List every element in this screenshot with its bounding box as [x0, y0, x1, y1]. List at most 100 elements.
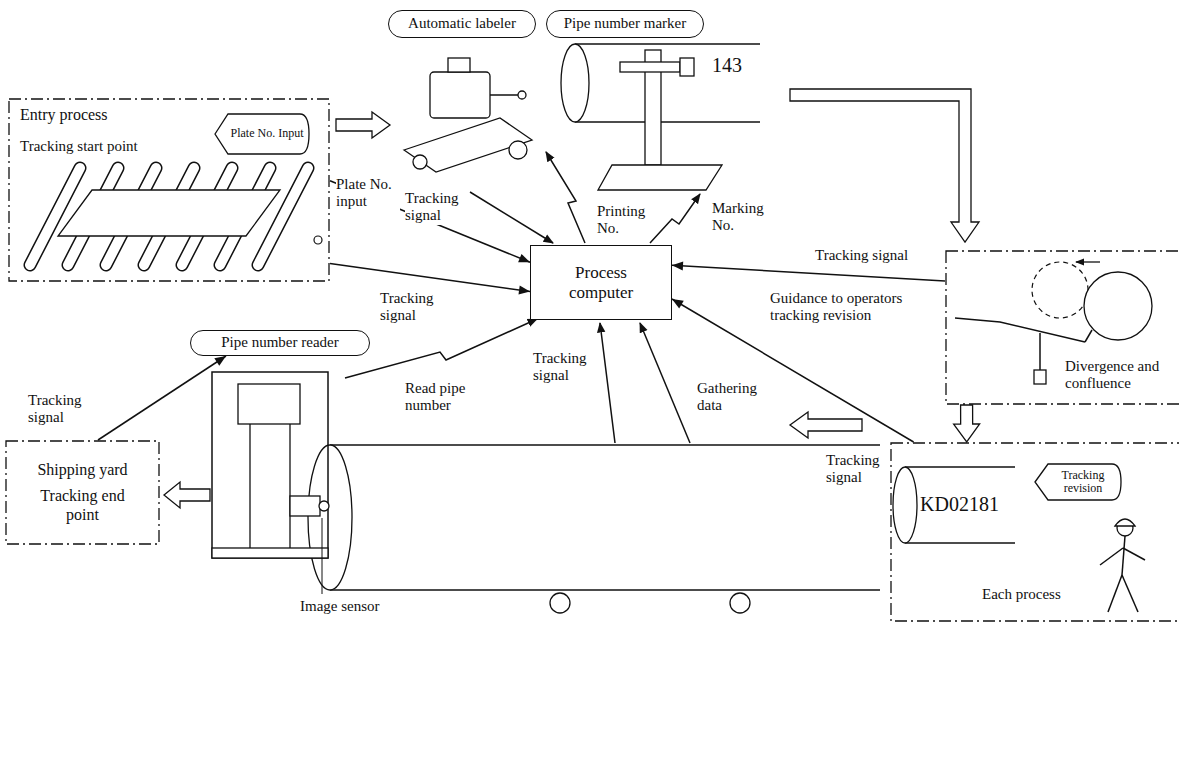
node-text: Plate No. Input [231, 127, 304, 140]
dash-outline [891, 443, 1179, 621]
machine-name-pill: Pipe number reader [190, 330, 370, 356]
labeler-nozzle [518, 91, 526, 99]
arrow-head [672, 299, 684, 308]
labeler-machine [404, 58, 532, 172]
node-text: Entry process [20, 106, 108, 124]
label-holder: Tracking signal [380, 290, 442, 325]
marker-machine [561, 44, 760, 190]
signal-label: Tracking signal [533, 350, 595, 385]
reader-camera [238, 384, 300, 424]
wheel [413, 155, 427, 169]
dash-outline [945, 250, 1179, 405]
revision-callout: Tracking revision [1034, 462, 1122, 502]
lightning-arrow [546, 152, 585, 243]
node-text: Automatic labeler [408, 15, 516, 32]
reader-rail [289, 424, 290, 548]
pipe-end [308, 445, 352, 590]
wheel [509, 141, 527, 159]
edge-label: Tracking signal [826, 452, 888, 487]
pipe-dashed [1032, 262, 1088, 318]
process-area: Each process Tracking revision [890, 442, 1179, 622]
text-holder: Entry process [20, 106, 108, 124]
signal-line [672, 265, 945, 281]
labeler-body [430, 72, 490, 118]
flow-arrow [790, 412, 862, 438]
signal-label: Marking No. [712, 200, 774, 235]
worker-arm [1100, 548, 1123, 565]
pipe-outline [330, 589, 880, 590]
worker-body [1122, 536, 1125, 575]
label-holder: Tracking signal [405, 190, 467, 225]
flow-arrow [790, 89, 979, 242]
node-text: Shipping yard [37, 461, 127, 479]
reader-rail [249, 424, 250, 548]
signal-label: Printing No. [597, 203, 653, 238]
callout-outline [215, 114, 309, 154]
node-text: Pipe number reader [221, 334, 338, 351]
text-holder: Each process [982, 586, 1061, 603]
computer-box: Process computer [530, 245, 672, 320]
sensor-dot [314, 236, 322, 244]
process-area: Entry processTracking start point Plate N… [8, 98, 330, 282]
label-holder: Tracking signal [533, 350, 595, 385]
label-holder: Guidance to operators tracking revision [770, 290, 935, 325]
signal-line [98, 356, 226, 440]
node-text: Pipe number marker [564, 15, 686, 32]
worker-leg [1108, 575, 1122, 612]
text-holder: Tracking start point [20, 138, 138, 155]
reader-frame [212, 372, 328, 558]
signal-arrow [640, 323, 690, 443]
node-text: Tracking end point [33, 487, 133, 524]
pipe-outline [575, 121, 760, 122]
flow-arrow [336, 112, 390, 138]
reader-base [212, 548, 328, 558]
worker-arm [1123, 548, 1145, 560]
signal-arrow [98, 356, 226, 440]
label-holder: Gathering data [697, 380, 765, 415]
text-holder: Divergence and confluence [1065, 358, 1175, 393]
machine-name-pill: Automatic labeler [388, 10, 536, 38]
pipe-end [561, 44, 589, 122]
worker-leg [1122, 575, 1138, 612]
node-text: Process computer [545, 263, 657, 302]
label-holder: 143 [712, 54, 742, 77]
pipe-outline [330, 444, 880, 445]
arrow-head [518, 254, 530, 262]
label-holder: Tracking signal [826, 452, 888, 487]
marker-base [598, 165, 722, 190]
signal-label: Gathering data [697, 380, 765, 415]
roller-table [30, 168, 322, 265]
label-holder: Tracking signal [815, 247, 908, 264]
pipe-end [893, 467, 917, 543]
labeler-arm [490, 94, 518, 96]
node-text: Each process [982, 586, 1061, 603]
pipe-number: 143 [712, 54, 742, 77]
node-text: Tracking revision [1048, 469, 1118, 495]
pipe-outline [905, 466, 1015, 467]
pipe-reader [212, 372, 880, 613]
steel-plate [58, 190, 280, 236]
machine-name-pill: Pipe number marker [546, 10, 704, 38]
dash-outline [946, 251, 1179, 404]
signal-label: Tracking signal [405, 190, 467, 225]
lightning-arrow [650, 194, 700, 243]
marker-head [680, 58, 694, 76]
callout-outline [1035, 464, 1121, 500]
stopper [1085, 330, 1092, 342]
node-text: Tracking start point [20, 138, 138, 155]
cylinder [1034, 370, 1046, 384]
arrow-head [518, 286, 530, 295]
worker-helmet [1115, 519, 1135, 526]
signal-line [330, 264, 530, 292]
flow-arrow [164, 482, 210, 508]
pipe-outline [905, 542, 1015, 543]
arrow-head [672, 261, 683, 270]
edge-label: Tracking signal [380, 290, 442, 325]
edge-label: Tracking signal [815, 247, 908, 264]
labeler-head [448, 58, 470, 72]
labeler-base [404, 118, 532, 172]
image-sensor [290, 496, 320, 516]
signal-arrow [600, 323, 615, 443]
flow-arrow [954, 405, 980, 442]
